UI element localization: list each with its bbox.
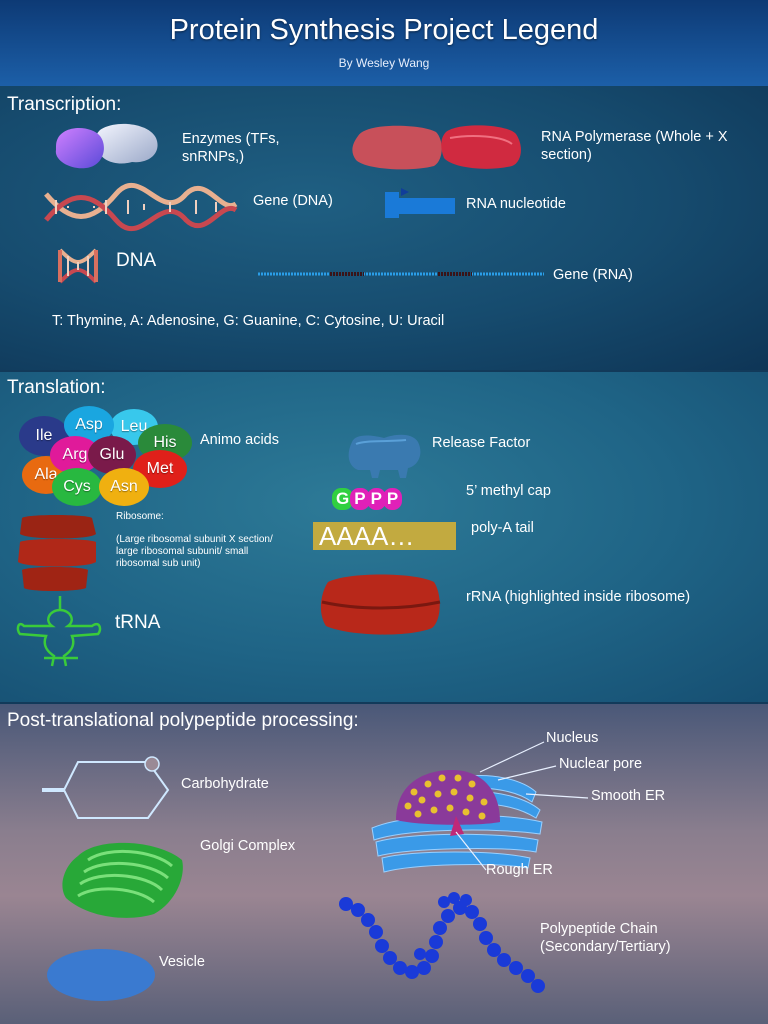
ribosome-icon (18, 515, 96, 591)
amino-acids-label: Animo acids (200, 432, 279, 448)
poly-a-icon: AAAA… (313, 522, 456, 550)
rrna-icon (320, 574, 441, 635)
release-factor-label: Release Factor (432, 435, 531, 451)
poly-a-label: poly-A tail (471, 520, 534, 536)
gene-dna-icon (44, 183, 238, 231)
vesicle-icon (47, 949, 155, 1001)
bases-key: T: Thymine, A: Adenosine, G: Guanine, C:… (52, 313, 445, 329)
golgi-complex-label: Golgi Complex (200, 838, 296, 854)
methyl-cap-p1: P (350, 488, 370, 510)
rrna-label: rRNA (highlighted inside ribosome) (466, 589, 691, 605)
methyl-cap-p3: P (382, 488, 403, 510)
golgi-complex-icon (62, 842, 183, 918)
amino-acid-asn: Asn (99, 468, 149, 506)
rna-nucleotide-label: RNA nucleotide (466, 196, 566, 212)
dna-icon (58, 248, 98, 284)
header: Protein Synthesis Project Legend By Wesl… (0, 0, 768, 86)
amino-acid-cys: Cys (52, 468, 102, 506)
post-heading: Post-translational polypeptide processin… (7, 710, 359, 731)
polypeptide-chain-icon (339, 892, 545, 993)
methyl-cap-label: 5’ methyl cap (466, 483, 551, 499)
smooth-er-label: Smooth ER (591, 788, 666, 804)
gene-rna-icon (258, 272, 544, 276)
carbohydrate-label: Carbohydrate (181, 776, 269, 792)
ribosome-desc: (Large ribosomal subunit X section/ larg… (116, 534, 273, 569)
nucleus-label: Nucleus (546, 730, 599, 746)
methyl-cap-g: G (332, 488, 354, 510)
enzymes-label: Enzymes (TFs, snRNPs,) (182, 131, 280, 165)
transcription-heading: Transcription: (7, 94, 122, 115)
translation-heading: Translation: (7, 377, 106, 398)
cell-pointer-lines (455, 741, 589, 871)
vesicle-label: Vesicle (159, 954, 205, 970)
transcription-section: Transcription: Enzymes (TFs, snRNPs,) RN… (0, 86, 768, 370)
gene-rna-label: Gene (RNA) (553, 267, 633, 283)
dna-label: DNA (116, 250, 157, 271)
methyl-cap-p2: P (366, 488, 386, 510)
enzymes-icon (55, 123, 158, 169)
amino-acid-glu: Glu (88, 436, 136, 474)
polypeptide-label: Polypeptide Chain (Secondary/Tertiary) (540, 921, 671, 955)
ribosome-title: Ribosome: (116, 511, 164, 522)
byline: By Wesley Wang (338, 56, 430, 70)
rna-polymerase-label: RNA Polymerase (Whole + X section) (541, 129, 728, 163)
trna-icon (16, 596, 102, 667)
nucleus-icon (371, 770, 543, 873)
rna-polymerase-icon (352, 125, 521, 170)
rough-er-label: Rough ER (486, 862, 553, 878)
post-translational-section: Post-translational polypeptide processin… (0, 704, 768, 1024)
carbohydrate-icon (42, 756, 170, 819)
gene-dna-label: Gene (DNA) (253, 193, 333, 209)
release-factor-icon (348, 434, 421, 478)
rna-nucleotide-icon (385, 188, 455, 218)
translation-section: Translation: Ile Leu Asp His Met Ala Arg… (0, 372, 768, 702)
nuclear-pore-label: Nuclear pore (559, 756, 643, 772)
page-title: Protein Synthesis Project Legend (169, 14, 599, 46)
trna-label: tRNA (115, 612, 161, 633)
